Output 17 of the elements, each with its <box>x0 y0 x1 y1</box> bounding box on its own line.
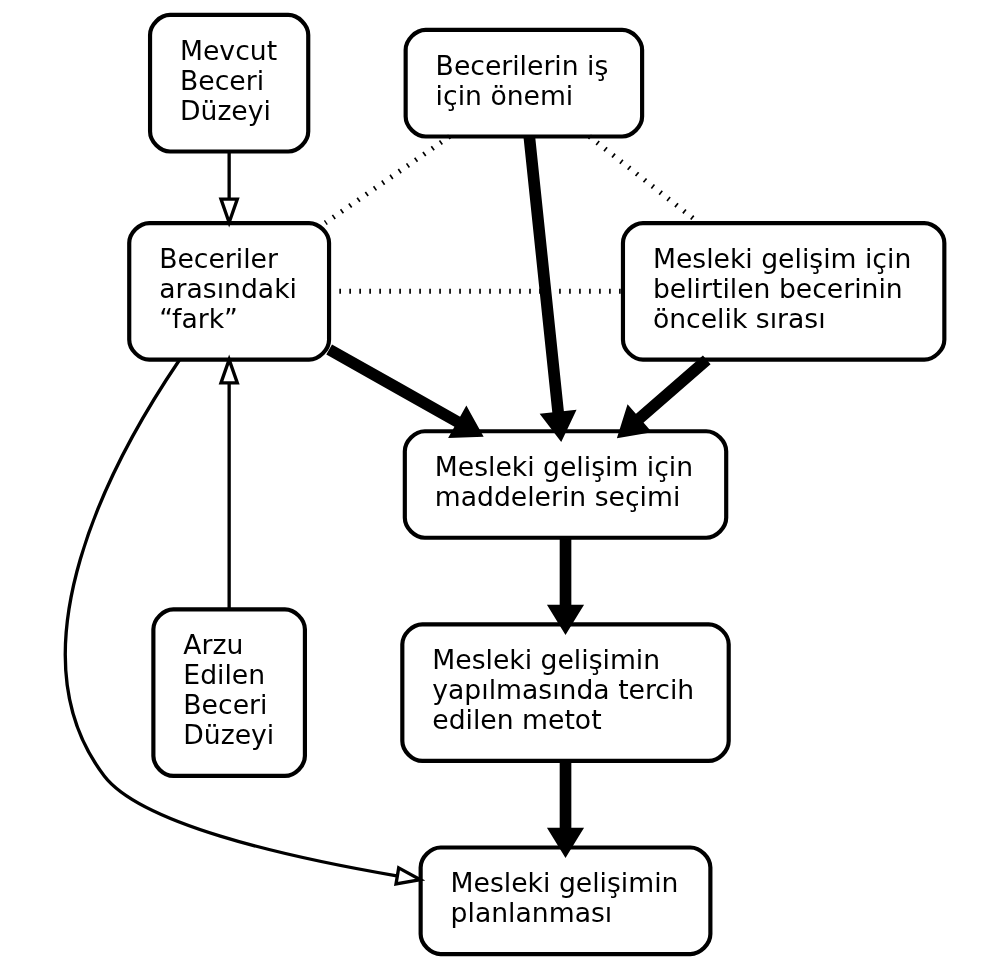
node-box: Arzu Edilen Beceri Düzeyi <box>150 607 307 778</box>
node-box: Mesleki gelişimin planlanması <box>418 845 712 957</box>
connector <box>323 134 451 225</box>
node-box: Becerilerin iş için önemi <box>403 27 644 139</box>
arrow <box>546 761 584 859</box>
node-box: Mesleki gelişim için belirtilen becerinin öncelik sırası <box>620 221 946 362</box>
arrow <box>523 136 577 442</box>
arrow <box>325 344 484 438</box>
arrow <box>616 355 711 439</box>
node-box: Mesleki gelişim için maddelerin seçimi <box>402 429 728 540</box>
node-box: Mesleki gelişimin yapılmasında tercih edilen metot <box>399 622 731 763</box>
arrow <box>218 151 240 228</box>
node-box: Mevcut Beceri Düzeyi <box>147 12 310 154</box>
arrow <box>218 354 240 609</box>
arrow <box>546 537 584 635</box>
arrow <box>63 359 425 887</box>
node-box: Beceriler arasındaki “fark” <box>126 221 331 362</box>
